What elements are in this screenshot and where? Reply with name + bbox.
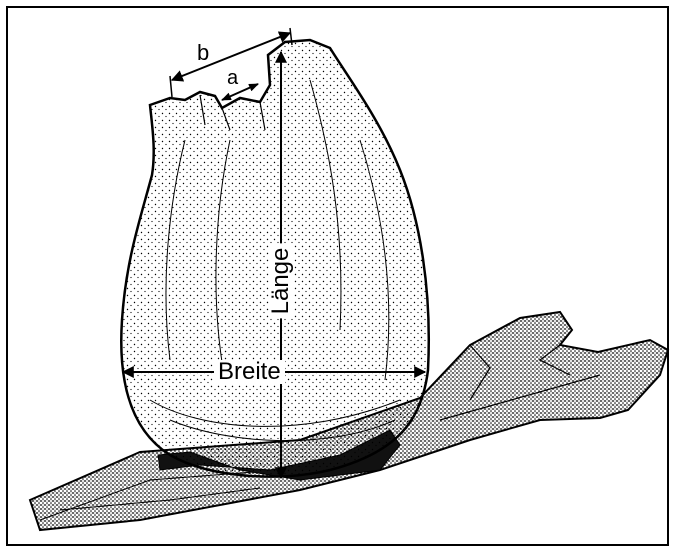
label-length: Länge	[269, 244, 293, 319]
label-b: b	[197, 42, 209, 64]
label-width: Breite	[214, 360, 285, 384]
label-a: a	[227, 68, 238, 88]
